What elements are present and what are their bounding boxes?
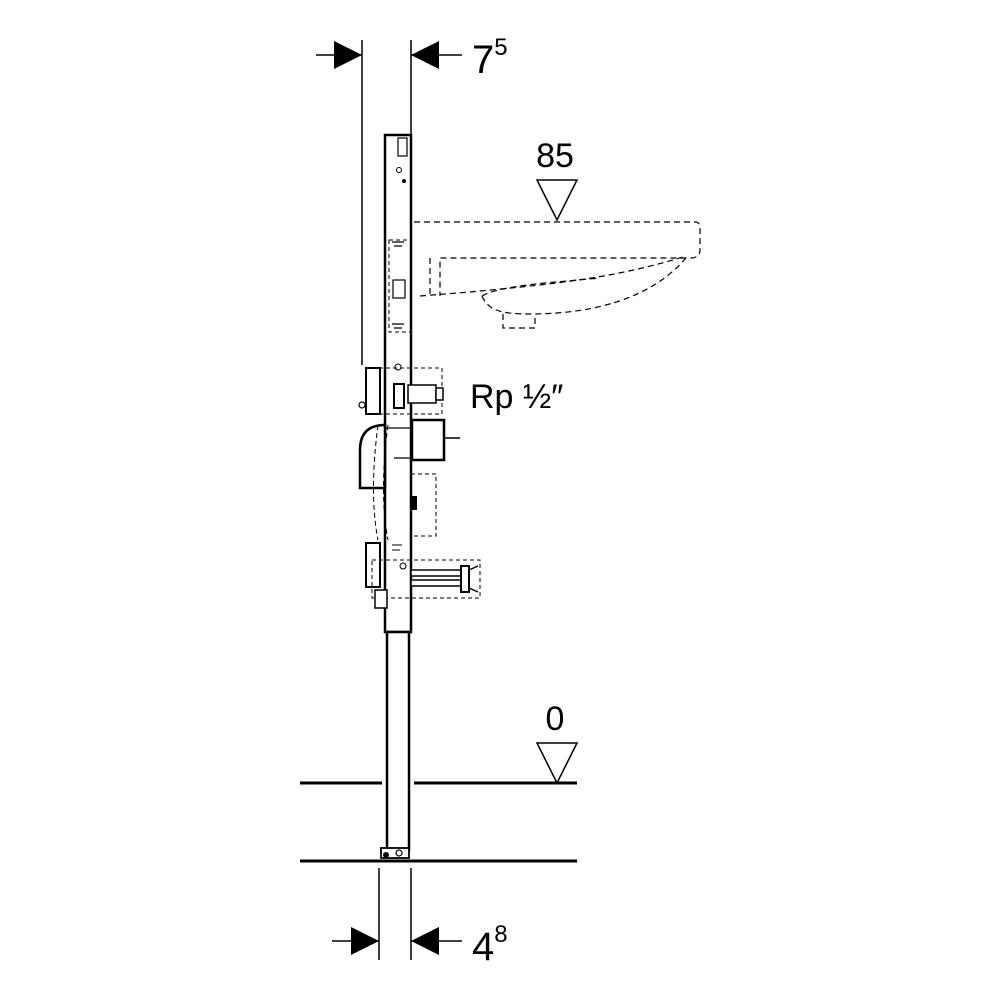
water-supply-connection: Rp ½″ xyxy=(358,363,563,416)
basin-level-marker: 85 xyxy=(535,137,579,222)
basin-rim xyxy=(414,221,701,296)
drain-outlet xyxy=(410,418,446,462)
frame-leg xyxy=(385,630,411,852)
foot-screw-right xyxy=(395,849,403,857)
floor-level-marker: 0 xyxy=(535,700,579,785)
washbasin-outline xyxy=(414,221,701,329)
basin-bolt-plate xyxy=(392,279,406,299)
foot-plate xyxy=(380,847,410,859)
connection-hole xyxy=(394,363,402,371)
siphon-dashed-left xyxy=(373,424,379,541)
lower-rod-bottom xyxy=(410,579,464,587)
basin-level-label: 85 xyxy=(536,137,574,175)
dim-arrow-right xyxy=(411,927,439,955)
floor-level-label: 0 xyxy=(546,700,565,738)
connection-label: Rp ½″ xyxy=(470,378,563,416)
bottom-width-dimension: 48 xyxy=(332,868,508,969)
drain-assembly xyxy=(358,418,460,541)
lower-bracket-foot xyxy=(374,589,388,609)
floor-level-triangle xyxy=(535,742,579,785)
top-width-dimension: 75 xyxy=(316,34,508,365)
dim-arrow-left xyxy=(351,927,379,955)
lower-marks xyxy=(392,544,402,551)
basin-drain xyxy=(502,314,536,329)
side-clamp-lower xyxy=(365,542,381,588)
lower-connection-zone xyxy=(371,559,481,599)
drain-bend xyxy=(358,423,387,490)
lower-hole xyxy=(399,562,407,570)
mounting-frame xyxy=(383,133,413,852)
frame-rivet xyxy=(402,179,406,183)
basin-bowl xyxy=(481,257,687,315)
frame-foot xyxy=(380,847,410,859)
foot-screw-left xyxy=(383,852,389,858)
siphon-dashed-right xyxy=(383,424,389,541)
fitting-cap xyxy=(435,387,444,401)
lower-rod-top xyxy=(410,569,464,577)
frame-hole xyxy=(396,167,402,173)
bracket-clip-top xyxy=(392,241,404,247)
dim-arrow-left xyxy=(334,41,362,69)
rod-end-tabs xyxy=(468,565,479,593)
frame-top-bracket xyxy=(397,137,408,157)
basin-top-curve xyxy=(419,255,687,297)
basin-bracket-zone xyxy=(388,239,412,333)
rod-end-plate xyxy=(460,565,470,593)
clamp-screw xyxy=(358,401,366,409)
lower-fittings xyxy=(365,542,481,609)
trap-clip xyxy=(411,496,417,510)
top-width-value: 75 xyxy=(472,34,508,82)
basin-level-triangle xyxy=(535,179,579,222)
elbow-fitting xyxy=(407,384,437,404)
dim-arrow-right xyxy=(411,41,439,69)
side-clamp-upper xyxy=(365,367,381,415)
bottom-width-value: 48 xyxy=(472,921,508,969)
bracket-clip-bottom xyxy=(392,323,404,329)
wall-plate xyxy=(393,383,405,409)
